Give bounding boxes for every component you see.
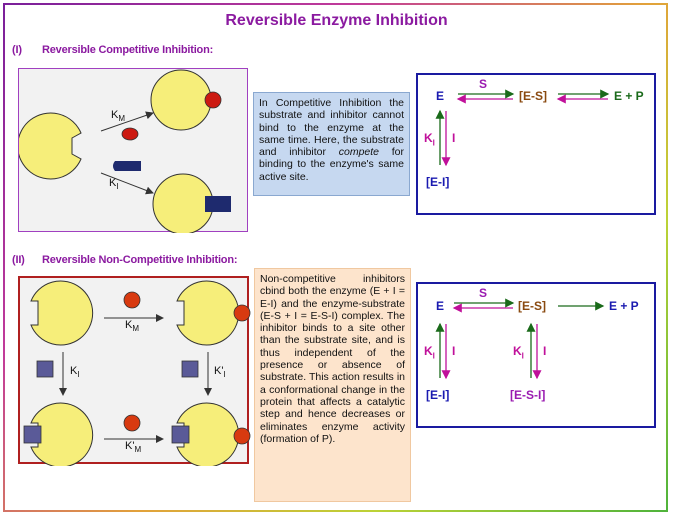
substrate-free-bottom	[123, 414, 141, 432]
enzyme-ei	[152, 173, 214, 233]
scheme1-e: E	[436, 89, 445, 103]
substrate-free	[121, 127, 139, 141]
inhibitor-br	[171, 425, 190, 444]
competitive-diagram: KM KI	[18, 68, 248, 233]
inhibitor-free-right	[181, 360, 199, 378]
scheme2-s: S	[479, 286, 488, 300]
section-number: (I)	[12, 44, 22, 56]
enzyme-tr	[176, 280, 240, 346]
enzyme-es	[150, 69, 212, 131]
scheme1-i: I	[452, 131, 456, 145]
kpi-label: K'I	[214, 365, 226, 380]
section-competitive-heading: (I) Reversible Competitive Inhibition:	[12, 44, 213, 56]
scheme2-esi: [E-S-I]	[510, 388, 546, 402]
noncompetitive-diagram: KM KI K'I K'M	[18, 276, 251, 466]
scheme1-ei: [E-I]	[426, 175, 450, 189]
enzyme-bl	[30, 402, 94, 466]
ki-label-2: KI	[70, 365, 80, 380]
scheme2-ei: [E-I]	[426, 388, 450, 402]
inhibitor-bound	[205, 196, 231, 212]
substrate-br	[233, 427, 251, 445]
section-number: (II)	[12, 254, 25, 266]
arrow-ki	[100, 172, 154, 195]
noncompetitive-scheme: E S [E-S] E + P KI I KI I [E-I] [E-S-I]	[416, 282, 656, 428]
substrate-free-top	[123, 291, 141, 309]
scheme1-s: S	[479, 77, 488, 91]
scheme2-i2: I	[543, 344, 547, 358]
substrate-tr	[233, 304, 251, 322]
page-title: Reversible Enzyme Inhibition	[225, 12, 448, 29]
scheme2-e: E	[436, 299, 445, 313]
noncompetitive-description: Non-competitive inhibitors cbind both th…	[254, 268, 411, 502]
enzyme-tl	[30, 280, 94, 346]
enzyme-free	[19, 112, 82, 180]
ki-label: KI	[109, 177, 119, 192]
km-label-2: KM	[125, 319, 140, 334]
section-noncompetitive-heading: (II) Reversible Non-Competitive Inhibitio…	[12, 254, 238, 266]
scheme1-ki: KI	[424, 131, 435, 148]
inhibitor-bl	[23, 425, 42, 444]
section-heading-text: Reversible Competitive Inhibition:	[42, 44, 214, 56]
km-label: KM	[111, 109, 126, 124]
scheme2-i: I	[452, 344, 456, 358]
scheme2-ki: KI	[424, 344, 435, 361]
inhibitor-free	[113, 161, 141, 171]
kpm-label: K'M	[125, 440, 142, 455]
competitive-scheme: E S [E-S] E + P KI I [E-I]	[416, 73, 656, 215]
scheme1-ep: E + P	[614, 89, 644, 103]
competitive-description: In Competitive Inhibition the substrate …	[253, 92, 410, 196]
scheme1-es: [E-S]	[519, 89, 547, 103]
scheme2-ep: E + P	[609, 299, 639, 313]
section-heading-text: Reversible Non-Competitive Inhibition:	[42, 254, 238, 266]
inhibitor-free-left	[36, 360, 54, 378]
scheme2-kpi: KI	[513, 344, 524, 361]
substrate-bound	[204, 91, 222, 109]
arrow-km	[100, 111, 154, 132]
scheme2-es: [E-S]	[518, 299, 546, 313]
